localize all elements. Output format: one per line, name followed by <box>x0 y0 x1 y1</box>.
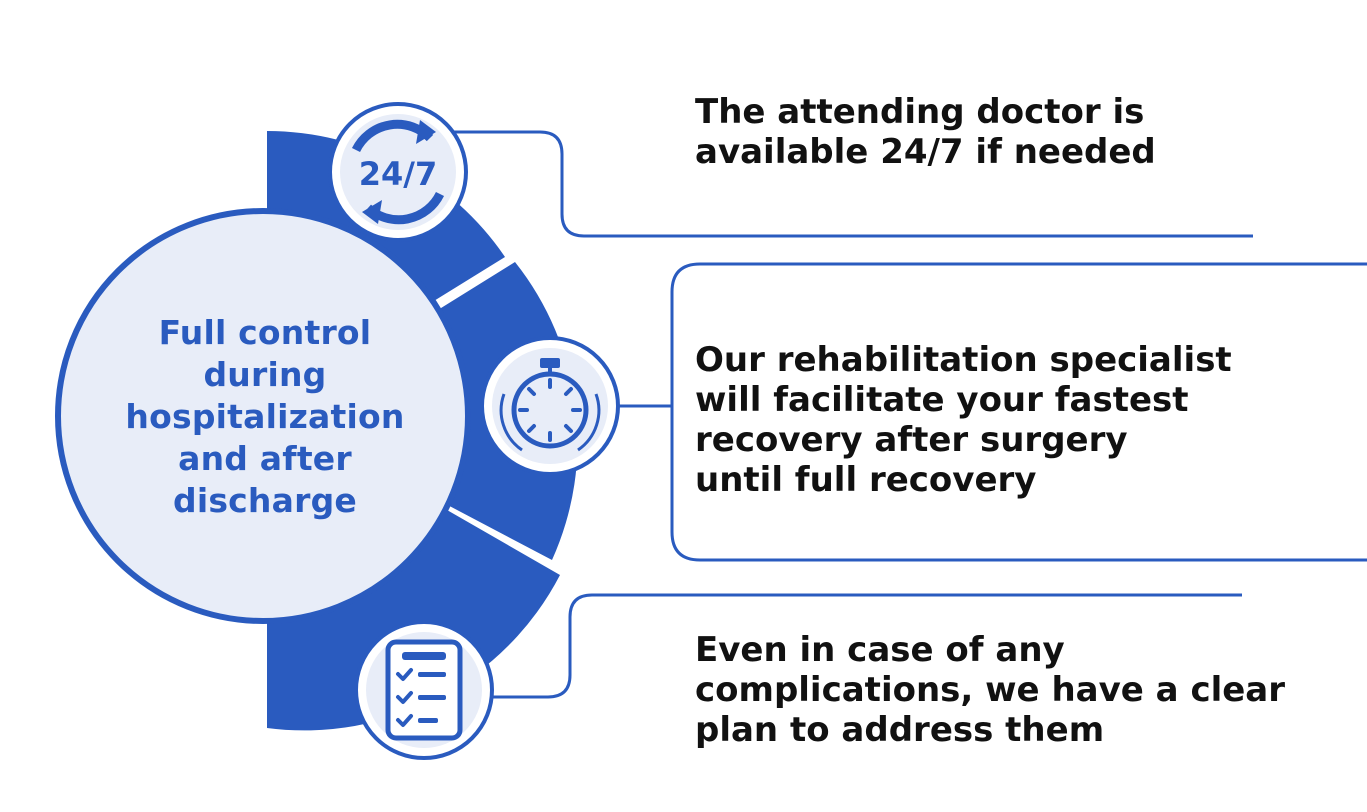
center-circle <box>55 208 471 624</box>
center-title: Full control during hospitalization and … <box>80 312 450 522</box>
connectors <box>452 130 1367 699</box>
connector-1 <box>452 130 1253 238</box>
item-2-line: will facilitate your fastest <box>695 380 1189 420</box>
connector-2 <box>618 262 1367 562</box>
item-1-line: The attending doctor is <box>695 92 1145 132</box>
ring-segment-bottom <box>267 510 560 731</box>
item-2-line: until full recovery <box>695 460 1037 500</box>
item-1-text: The attending doctor is available 24/7 i… <box>695 92 1156 172</box>
center-title-line: and after <box>178 439 352 478</box>
item-3-line: plan to address them <box>695 710 1105 750</box>
item-1-line: available 24/7 if needed <box>695 132 1156 172</box>
center-title-line: hospitalization <box>125 397 405 436</box>
item-2-line: Our rehabilitation specialist <box>695 340 1232 380</box>
icon-24-7-label: 24/7 <box>359 155 437 193</box>
item-2-text: Our rehabilitation specialist will facil… <box>695 340 1232 500</box>
connector-3 <box>492 593 1242 699</box>
clock-24-7-icon: 24/7 <box>328 102 468 242</box>
stopwatch-icon <box>480 336 620 476</box>
item-3-line: Even in case of any <box>695 630 1065 670</box>
item-3-line: complications, we have a clear <box>695 670 1286 710</box>
checklist-icon <box>354 620 494 760</box>
item-2-line: recovery after surgery <box>695 420 1128 460</box>
item-3-text: Even in case of any complications, we ha… <box>695 630 1285 750</box>
center-title-line: during <box>203 355 327 394</box>
center-title-line: discharge <box>173 481 357 520</box>
center-title-line: Full control <box>158 313 372 352</box>
